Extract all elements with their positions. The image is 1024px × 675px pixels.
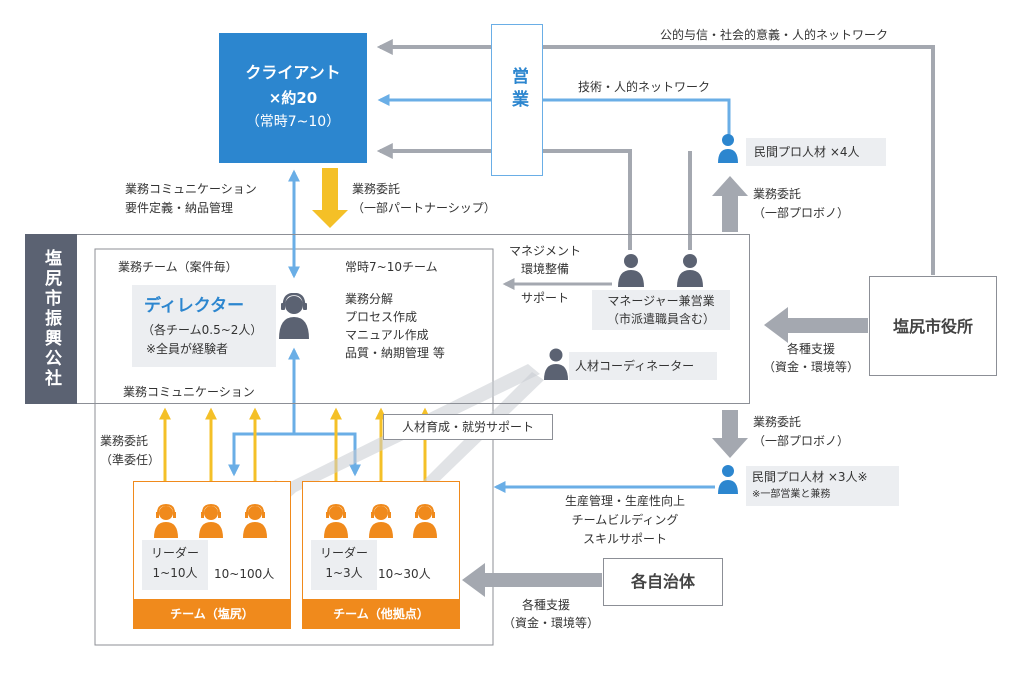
- director-box: ディレクター （各チーム0.5~2人） ※全員が経験者: [132, 285, 276, 367]
- left-comm-2: 要件定義・納品管理: [125, 201, 234, 215]
- corp-label-bar: 塩尻市振興公社: [25, 234, 77, 404]
- arrow-public-trust: [376, 39, 935, 275]
- consign-main-2: （一部パートナーシップ）: [352, 201, 496, 215]
- big-arrow-down-probono: [712, 410, 748, 458]
- left-comm-1: 業務コミュニケーション: [125, 182, 257, 196]
- manager-line1: マネージャー兼営業: [607, 294, 715, 308]
- manager-line2: （市派遣職員含む）: [606, 312, 715, 326]
- client-name: クライアント: [245, 63, 341, 82]
- team-shiojiri-leader: リーダー: [150, 546, 199, 560]
- support-muni-2: （資金・環境等）: [503, 616, 600, 630]
- director-sub1: （各チーム0.5~2人）: [142, 323, 263, 337]
- director-sub2: ※全員が経験者: [146, 342, 229, 356]
- sales-box: 営業: [491, 24, 543, 176]
- coordinator-icon: [543, 348, 569, 380]
- consign-quasi-1: 業務委託: [100, 434, 149, 448]
- big-arrow-consign: [312, 168, 348, 228]
- team-other-leader-box: リーダー 1~3人: [311, 540, 377, 590]
- private-pro-bottom-box: 民間プロ人材 ×3人※ ※一部営業と兼務: [746, 466, 899, 506]
- worker-headset-icon: [411, 503, 439, 538]
- client-box: クライアント ×約20 （常時7~10）: [219, 33, 367, 163]
- private-pro-bottom-note: ※一部営業と兼務: [752, 489, 831, 500]
- team-other-leader: リーダー: [319, 546, 368, 560]
- team-other-bar: チーム（他拠点）: [303, 599, 459, 629]
- task-2: プロセス作成: [345, 310, 418, 324]
- person-icon: [717, 133, 739, 163]
- mgmt-support-1: マネジメント: [509, 244, 582, 258]
- client-note: （常時7~10）: [245, 114, 341, 130]
- director-headset-icon: [277, 292, 311, 339]
- team-shiojiri-leader-box: リーダー 1~10人: [142, 540, 208, 590]
- manager-icon-2: [676, 253, 704, 287]
- consign-quasi-2: （準委任）: [100, 453, 161, 467]
- big-arrow-up-probono: [712, 176, 748, 232]
- team-shiojiri-members: 10~100人: [214, 567, 275, 581]
- team-shiojiri-leader-count: 1~10人: [152, 566, 198, 580]
- production-3: スキルサポート: [582, 532, 667, 546]
- manager-icon-1: [617, 253, 645, 287]
- coordinator-arrow-other: [398, 372, 544, 510]
- municipalities-box: 各自治体: [603, 558, 723, 606]
- corp-name: 塩尻市振興公社: [41, 249, 61, 389]
- consign-main-1: 業務委託: [352, 182, 401, 196]
- support-muni-1: 各種支援: [522, 598, 571, 612]
- team-other-box: チーム（他拠点） リーダー 1~3人 10~30人: [302, 481, 460, 629]
- director-title: ディレクター: [144, 296, 245, 316]
- arrow-tech-network: [377, 94, 731, 135]
- person-icon: [717, 464, 739, 494]
- big-arrow-muni-support: [462, 563, 602, 597]
- sales-label: 営業: [508, 67, 528, 113]
- support-city-2: （資金・環境等）: [763, 360, 860, 374]
- worker-headset-icon: [241, 503, 269, 538]
- private-pro-top-label: 民間プロ人材 ×4人: [754, 145, 860, 159]
- worker-headset-icon: [152, 503, 180, 538]
- worker-headset-icon: [197, 503, 225, 538]
- big-arrow-city-support: [764, 307, 868, 343]
- always-teams: 常時7~10チーム: [345, 260, 438, 274]
- municipalities-label: 各自治体: [630, 572, 695, 591]
- production-1: 生産管理・生産性向上: [564, 494, 685, 508]
- hr-support-box: 人材育成・就労サポート: [383, 414, 553, 440]
- arrow-manager-to-client-1: [376, 143, 632, 250]
- coordinator-label: 人材コーディネーター: [575, 359, 695, 373]
- tech-network-label: 技術・人的ネットワーク: [578, 80, 711, 94]
- consign-probono-top-1: 業務委託: [753, 187, 802, 201]
- task-1: 業務分解: [345, 292, 394, 306]
- mgmt-support-2: 環境整備: [521, 262, 570, 276]
- consign-probono-mid-1: 業務委託: [753, 415, 802, 429]
- hr-support-label: 人材育成・就労サポート: [401, 420, 534, 434]
- client-count: ×約20: [268, 89, 318, 107]
- team-other-leader-count: 1~3人: [325, 566, 363, 580]
- task-4: 品質・納期管理 等: [345, 346, 445, 360]
- mgmt-support-3: サポート: [521, 291, 570, 305]
- team-shiojiri-bar: チーム（塩尻）: [134, 599, 290, 629]
- consign-probono-top-2: （一部プロボノ）: [753, 206, 850, 220]
- worker-headset-icon: [322, 503, 350, 538]
- top-line-label: 公的与信・社会的意義・人的ネットワーク: [660, 28, 889, 42]
- city-office-label: 塩尻市役所: [892, 317, 973, 336]
- city-office-box: 塩尻市役所: [869, 276, 997, 376]
- team-header: 業務チーム（案件毎）: [118, 260, 238, 274]
- manager-box: マネージャー兼営業 （市派遣職員含む）: [592, 290, 730, 330]
- worker-headset-icon: [367, 503, 395, 538]
- task-3: マニュアル作成: [345, 328, 429, 342]
- production-2: チームビルディング: [571, 513, 679, 527]
- team-other-label: チーム（他拠点）: [333, 607, 429, 621]
- team-other-members: 10~30人: [378, 567, 431, 581]
- private-pro-bottom-label: 民間プロ人材 ×3人※: [752, 470, 868, 484]
- private-pro-top-box: 民間プロ人材 ×4人: [746, 138, 886, 166]
- team-shiojiri-label: チーム（塩尻）: [170, 607, 254, 621]
- coordinator-box: 人材コーディネーター: [569, 352, 717, 380]
- consign-probono-mid-2: （一部プロボノ）: [753, 434, 850, 448]
- biz-comm-label: 業務コミュニケーション: [123, 385, 255, 399]
- support-city-1: 各種支援: [787, 342, 836, 356]
